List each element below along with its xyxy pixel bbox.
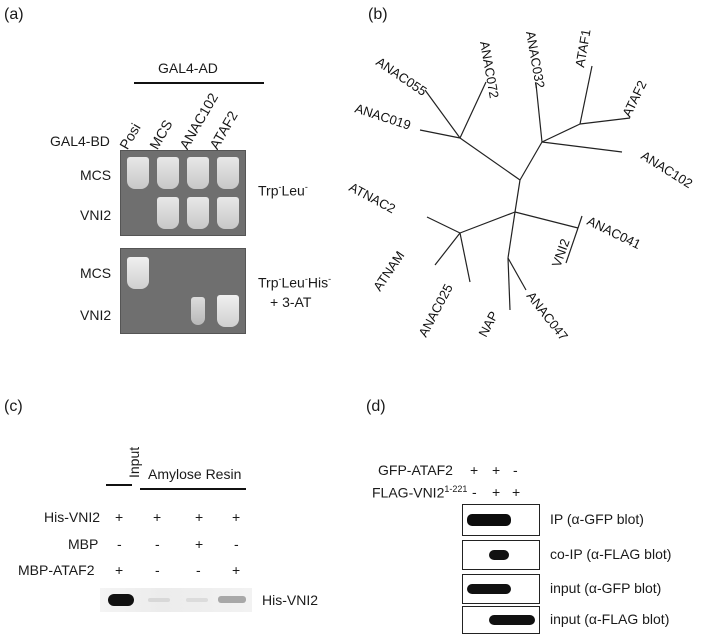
band (108, 594, 134, 606)
mark: + (232, 562, 241, 578)
band (489, 550, 509, 560)
blot-label-coip-flag: co-IP (α-FLAG blot) (550, 546, 672, 562)
flag-vni2-text: FLAG-VNI2 (372, 484, 445, 501)
mark: + (153, 509, 162, 525)
growth-spot (187, 157, 209, 189)
medium-label-top: Trp-Leu- (258, 182, 308, 199)
row-label-vni2-bottom: VNI2 (80, 307, 112, 323)
row-label-mbp: MBP (68, 536, 99, 552)
medium-label-bottom: Trp-Leu-His- (258, 274, 332, 291)
panel-a-letter: (a) (4, 6, 24, 23)
row-label-mcs-top: MCS (80, 167, 112, 183)
leaf-nap: NAP (475, 309, 501, 340)
growth-spot (187, 197, 209, 229)
band (148, 598, 170, 602)
growth-spot (217, 197, 239, 229)
mark: + (512, 484, 521, 500)
mark: - (234, 536, 239, 552)
panel-b-letter: (b) (368, 6, 388, 23)
mark: - (196, 562, 201, 578)
plate-trp-leu-his (120, 248, 246, 334)
band (218, 596, 246, 603)
blot-coip-flag (462, 540, 540, 570)
band-label-his-vni2: His-VNI2 (262, 592, 319, 608)
panel-c-letter: (c) (4, 398, 23, 415)
blot-ip-gfp (462, 504, 540, 536)
phylogenetic-tree: ANAC055 ANAC072 ANAC032 ATAF1 ATAF2 ANAC… (347, 28, 696, 344)
mark: + (470, 462, 479, 478)
panel-d-letter: (d) (366, 398, 386, 415)
band (467, 514, 511, 526)
leaf-atnam: ATNAM (370, 248, 407, 293)
band (467, 584, 511, 594)
blot-label-input-flag: input (α-FLAG blot) (550, 611, 670, 627)
input-label: Input (126, 446, 142, 478)
row-label-mcs-bottom: MCS (80, 265, 112, 281)
growth-spot (217, 157, 239, 189)
mark: + (232, 509, 241, 525)
blot-label-ip-gfp: IP (α-GFP blot) (550, 511, 644, 527)
leaf-anac019: ANAC019 (353, 101, 413, 133)
band (186, 598, 208, 602)
row-label-flag-vni2: FLAG-VNI21-221 (372, 484, 467, 501)
row-label-mbp-ataf2: MBP-ATAF2 (18, 562, 95, 578)
gal4-ad-bar (134, 82, 264, 84)
mark: - (472, 484, 477, 500)
growth-spot (157, 157, 179, 189)
row-label-vni2-top: VNI2 (80, 207, 112, 223)
band (489, 615, 535, 625)
leaf-anac025: ANAC025 (415, 281, 455, 339)
leaf-anac072: ANAC072 (477, 40, 502, 100)
pull-down-blot (100, 588, 252, 612)
mark: + (115, 562, 124, 578)
mark: + (195, 509, 204, 525)
growth-spot (157, 197, 179, 229)
input-bar (106, 484, 132, 486)
blot-label-input-gfp: input (α-GFP blot) (550, 580, 662, 596)
mark: - (513, 462, 518, 478)
row-label-gfp-ataf2: GFP-ATAF2 (378, 462, 453, 478)
leaf-ataf1: ATAF1 (572, 28, 593, 69)
blot-input-flag (462, 606, 540, 634)
medium-label-bottom-3at: + 3-AT (270, 294, 312, 310)
column-header-mcs: MCS (146, 117, 176, 152)
mark: + (492, 462, 501, 478)
amylose-resin-label: Amylose Resin (148, 466, 242, 482)
leaf-anac102: ANAC102 (638, 148, 695, 191)
row-label-his-vni2: His-VNI2 (44, 509, 101, 525)
leaf-anac032: ANAC032 (523, 30, 548, 90)
leaf-atnac2: ATNAC2 (347, 179, 398, 216)
growth-spot (127, 257, 149, 289)
gal4-ad-header: GAL4-AD (158, 60, 218, 76)
blot-input-gfp (462, 574, 540, 604)
flag-vni2-superscript: 1-221 (444, 484, 468, 494)
leaf-anac047: ANAC047 (524, 289, 571, 344)
mark: - (117, 536, 122, 552)
column-header-posi: Posi (116, 120, 144, 152)
growth-spot (217, 295, 239, 327)
amylose-resin-bar (140, 488, 246, 490)
mark: - (155, 562, 160, 578)
leaf-anac041: ANAC041 (585, 213, 644, 252)
gal4-bd-header: GAL4-BD (50, 133, 110, 149)
growth-spot (127, 157, 149, 189)
mark: + (195, 536, 204, 552)
mark: + (492, 484, 501, 500)
growth-spot (191, 297, 205, 325)
leaf-ataf2: ATAF2 (619, 78, 649, 119)
mark: + (115, 509, 124, 525)
plate-trp-leu (120, 150, 246, 236)
mark: - (155, 536, 160, 552)
leaf-anac055: ANAC055 (373, 54, 429, 99)
